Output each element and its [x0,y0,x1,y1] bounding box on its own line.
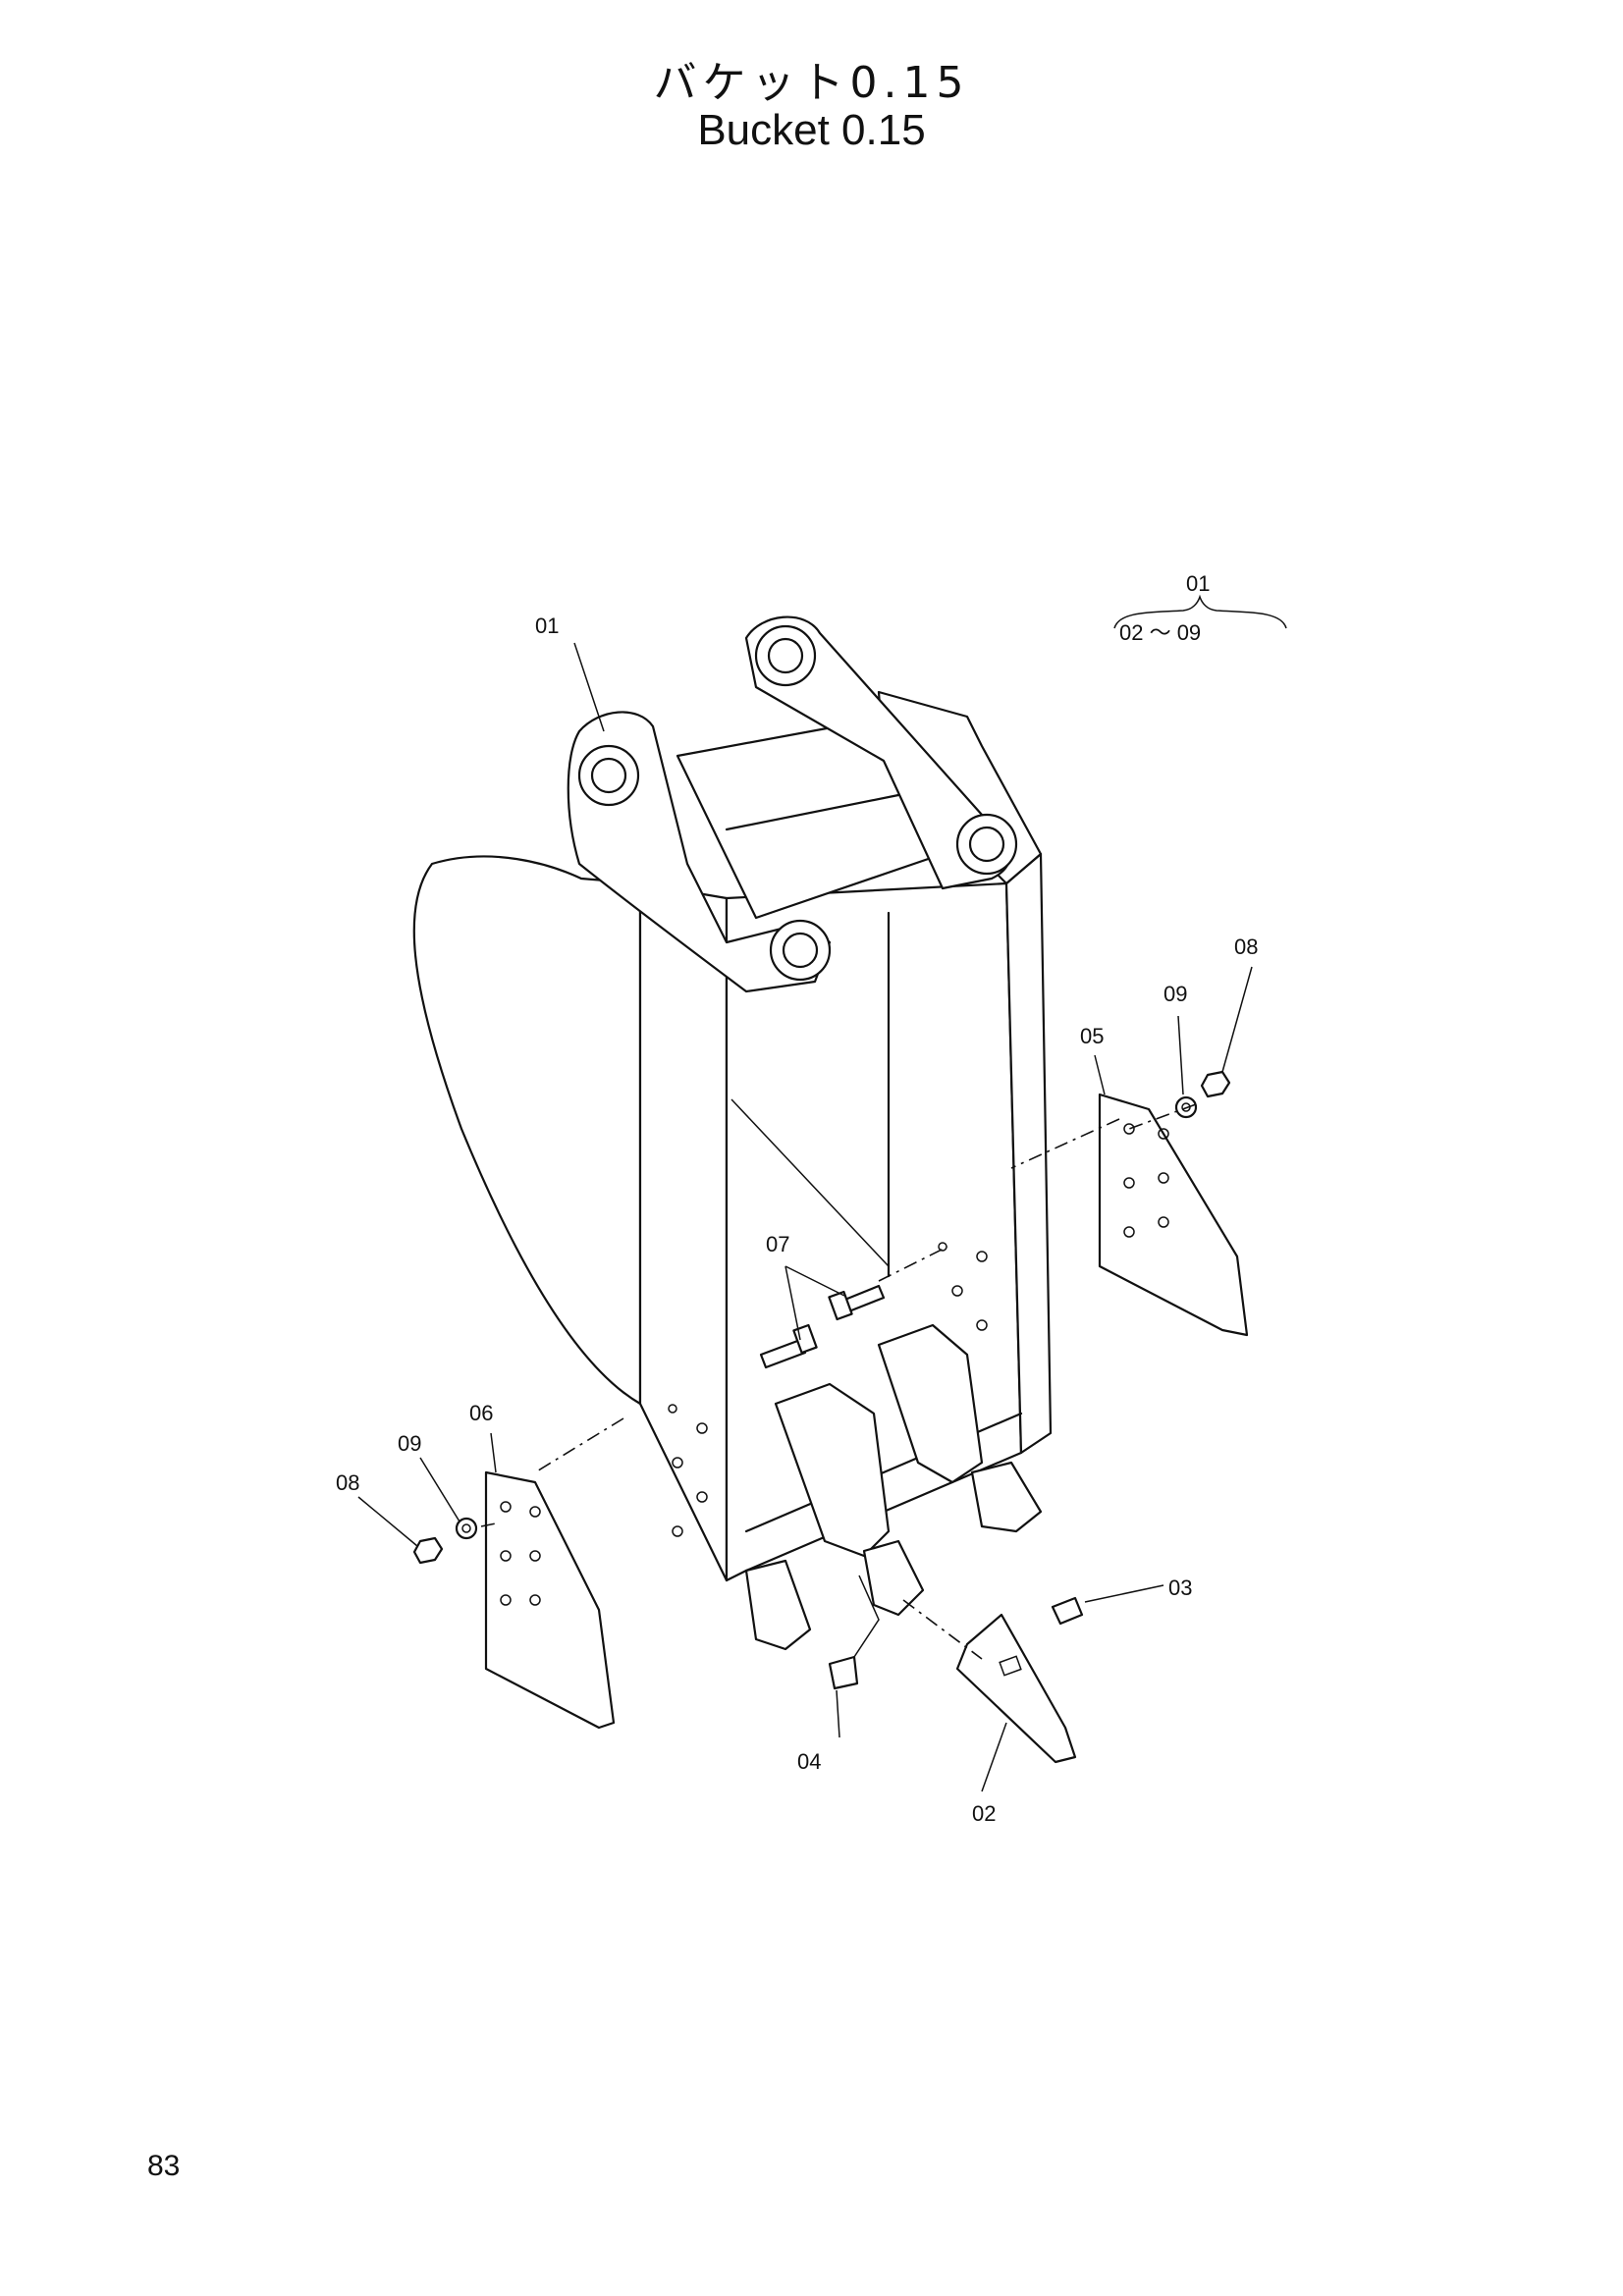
side-cutter-left-holes [500,1501,541,1606]
adapter-right-tip [970,1461,1043,1533]
assembly-brace [1113,594,1287,629]
side-cutter-right-holes [1123,1123,1169,1238]
assembly-note-top: 01 [1186,571,1210,596]
washer-09-left [455,1517,478,1540]
adapter-center [774,1382,891,1558]
callout-07: 07 [766,1232,789,1256]
callout-03: 03 [1168,1575,1192,1600]
assembly-note-range: 02 〜 09 [1119,620,1201,645]
callout-01: 01 [535,614,559,638]
adapter-right [877,1323,984,1484]
bucket-back-shell [638,881,729,1582]
callout-06: 06 [469,1401,493,1425]
nut-08-right [1200,1070,1231,1098]
tooth-02 [955,1613,1077,1764]
callout-09-left: 09 [398,1431,421,1456]
title-japanese: バケット0.15 [653,58,970,108]
callout-05: 05 [1080,1024,1104,1048]
lock-pin-03 [1051,1596,1084,1626]
bolt-07-upper [828,1284,886,1321]
nut-08-left [412,1536,444,1565]
retainer-04 [828,1655,859,1690]
bucket-inner-diagonal [730,1098,890,1267]
tooth-adapters [744,1323,1043,1651]
callout-08-right: 08 [1234,934,1258,959]
adapter-left-tip [744,1559,812,1651]
pin-boss-bottom-left [769,919,832,982]
pin-boss-top-right [754,624,817,687]
assembly-lines [480,1103,1197,1660]
callout-02: 02 [972,1801,996,1826]
side-cutter-left [484,1470,616,1730]
pin-boss-top-left [577,744,640,807]
callout-08-left: 08 [336,1470,359,1495]
callout-09-right: 09 [1163,982,1187,1006]
page-number: 83 [147,2150,181,2182]
bolt-07-lower [759,1323,818,1369]
hinge-cylinder-line [725,793,900,831]
callout-04: 04 [797,1749,821,1774]
pin-boss-bottom-right [955,813,1018,876]
assembly-note: 01 02 〜 09 [1113,571,1287,645]
tooth-02-pin-slot [999,1655,1022,1677]
leader-lines [357,642,1253,1792]
title-english: Bucket 0.15 [697,106,926,154]
adapter-center-tip [862,1539,925,1617]
side-cutter-right [1098,1093,1249,1337]
bucket-left-side [412,855,642,1406]
